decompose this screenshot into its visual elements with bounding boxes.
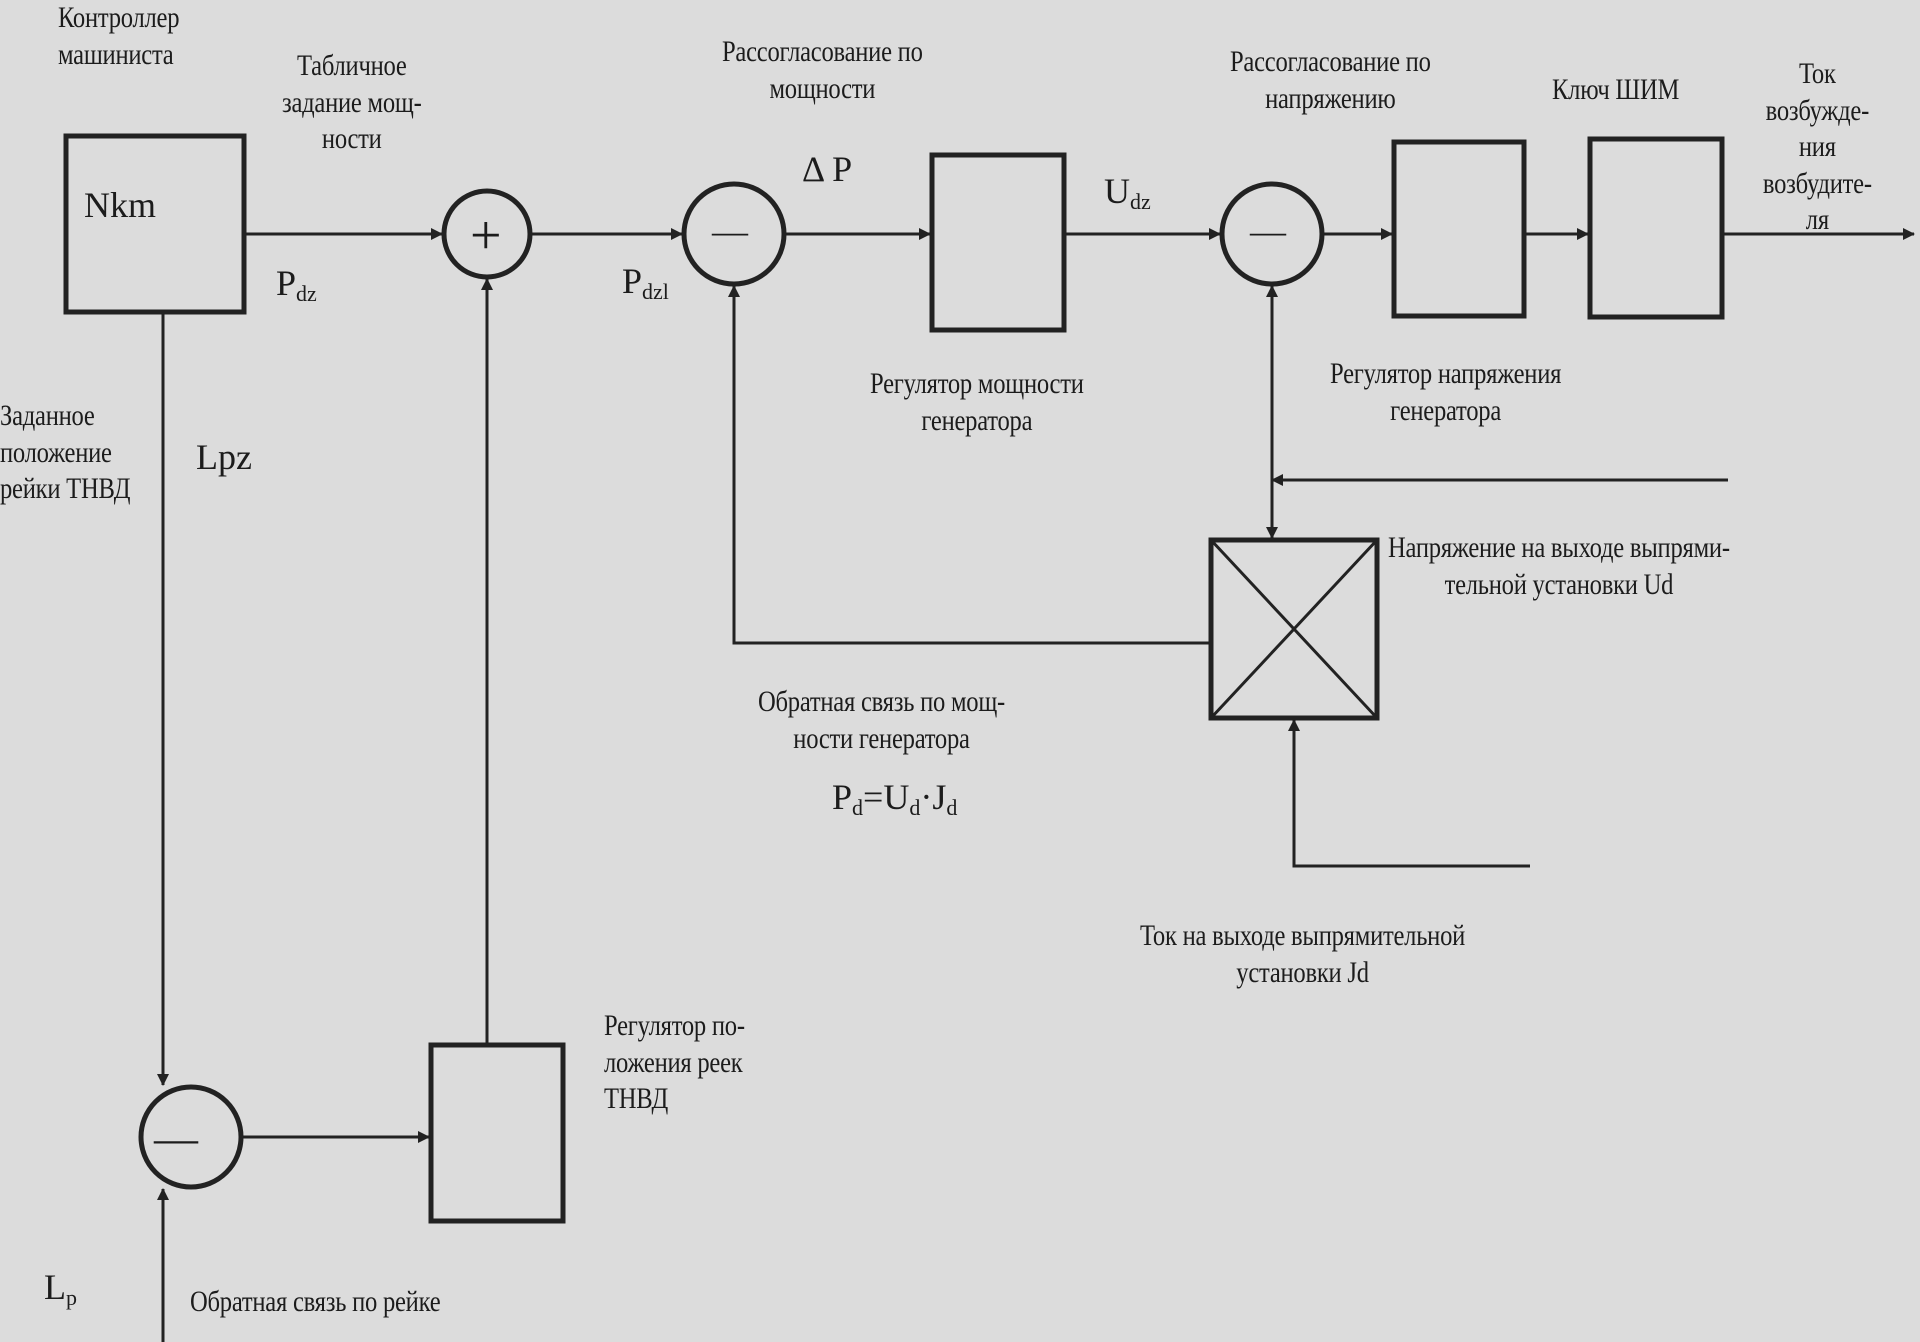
label-power-mismatch: Рассогласование по мощности: [722, 35, 923, 105]
pd-j-sub: d: [946, 795, 958, 820]
rack-comparator-minus: —: [154, 1114, 198, 1163]
pdzl-sub: dzl: [642, 279, 669, 304]
pdzl-main: P: [622, 261, 643, 301]
label-rectifier-voltage: Напряжение на выходе выпрями- тельной ус…: [1388, 531, 1730, 601]
label-table-power-setting: Табличное задание мощ- ности: [282, 49, 422, 156]
symbol-nkm: Nkm: [84, 185, 156, 225]
label-power-regulator: Регулятор мощности генератора: [870, 367, 1084, 437]
label-rack-regulator: Регулятор по- ложения реек ТНВД: [604, 1009, 745, 1116]
udz-main: U: [1104, 171, 1130, 211]
label-power-feedback: Обратная связь по мощ- ности генератора: [758, 685, 1005, 755]
symbol-pdz: Pdz: [276, 262, 317, 307]
pdz-sub: dz: [296, 281, 317, 306]
symbol-lpz: Lpz: [196, 437, 252, 477]
block-voltage-regulator: [1391, 139, 1527, 319]
label-driver-controller: Контроллер машиниста: [58, 1, 180, 71]
pd-p: P: [832, 777, 853, 817]
voltage-comparator-minus: —: [1250, 211, 1286, 251]
symbol-pd-formula: Pd=Ud·Jd: [832, 776, 957, 821]
symbol-udz: Udz: [1104, 170, 1151, 215]
label-exciter-current: Ток возбужде- ния возбудите- ля: [1762, 57, 1872, 237]
symbol-pdzl: Pdzl: [622, 260, 669, 305]
label-set-rack-position: Заданное положение рейки ТНВД: [0, 399, 131, 506]
block-power-regulator: [929, 152, 1067, 333]
label-rectifier-current: Ток на выходе выпрямительной установки J…: [1140, 919, 1466, 989]
multiplier-cross-2: [1209, 538, 1379, 720]
jd-input-line: [1288, 719, 1530, 868]
sum-plus-sign: +: [470, 205, 502, 267]
label-pwm-key: Ключ ШИМ: [1552, 73, 1680, 106]
label-rack-feedback: Обратная связь по рейке: [190, 1285, 441, 1318]
block-multiplier: [1208, 537, 1380, 721]
symbol-lp: Lp: [44, 1266, 77, 1311]
pd-eq: =U: [863, 777, 910, 817]
udz-sub: dz: [1130, 189, 1151, 214]
power-feedback-line: [728, 285, 1211, 645]
block-driver-controller: [63, 133, 247, 315]
lp-sub: p: [66, 1285, 77, 1310]
pd-u-sub: d: [909, 795, 921, 820]
pd-dot: ·J: [920, 777, 947, 817]
lp-main: L: [44, 1267, 66, 1307]
label-voltage-regulator: Регулятор напряжения генератора: [1330, 357, 1562, 427]
block-pwm-key: [1587, 136, 1725, 320]
label-voltage-mismatch: Рассогласование по напряжению: [1230, 45, 1431, 115]
symbol-delta-p: Δ P: [802, 149, 853, 189]
pd-p-sub: d: [852, 795, 864, 820]
block-rack-regulator: [428, 1042, 566, 1224]
power-comparator-minus: —: [712, 211, 748, 251]
pdz-main: P: [276, 263, 297, 303]
